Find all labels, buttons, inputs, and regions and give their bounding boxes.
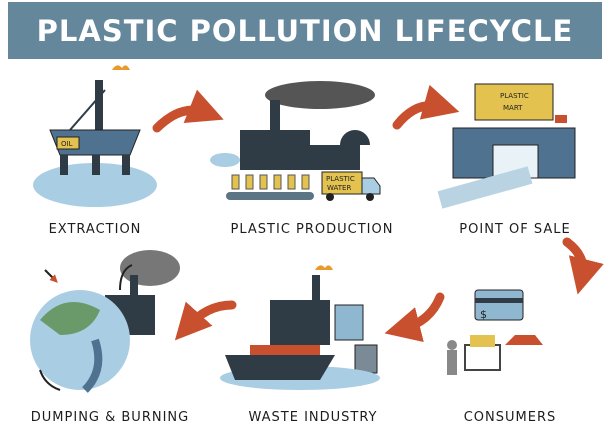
stage-label-dumping-burning: DUMPING & BURNING: [30, 410, 190, 425]
page-title: PLASTIC POLLUTION LIFECYCLE: [36, 13, 574, 48]
consumers-illustration: $: [447, 289, 543, 375]
dumping-illustration: [30, 250, 180, 393]
stage-label-extraction: EXTRACTION: [48, 222, 142, 237]
factory-illustration: PLASTIC WATER: [210, 81, 381, 201]
svg-text:$: $: [480, 308, 487, 321]
stage-label-point-of-sale: POINT OF SALE: [459, 222, 571, 237]
store-sign-line-1: PLASTIC: [500, 92, 529, 100]
arrow-sale-to-consumers: [562, 237, 604, 295]
arrow-production-to-sale: [392, 84, 460, 130]
truck-label-1: PLASTIC: [326, 175, 355, 183]
title-banner: PLASTIC POLLUTION LIFECYCLE: [8, 2, 602, 59]
arrow-waste-to-dumping: [174, 300, 237, 341]
arrow-extraction-to-production: [152, 89, 224, 133]
store-illustration: PLASTIC MART: [437, 83, 576, 209]
waste-industry-illustration: [220, 265, 380, 390]
store-sign-line-2: MART: [503, 104, 523, 112]
oil-rig-illustration: OIL: [33, 65, 157, 207]
stage-label-consumers: CONSUMERS: [463, 410, 557, 425]
stage-label-plastic-production: PLASTIC PRODUCTION: [230, 222, 394, 237]
truck-label-2: WATER: [327, 184, 351, 192]
stage-label-waste-industry: WASTE INDUSTRY: [248, 410, 378, 425]
arrow-consumers-to-waste: [384, 292, 445, 343]
oil-label: OIL: [61, 140, 73, 148]
